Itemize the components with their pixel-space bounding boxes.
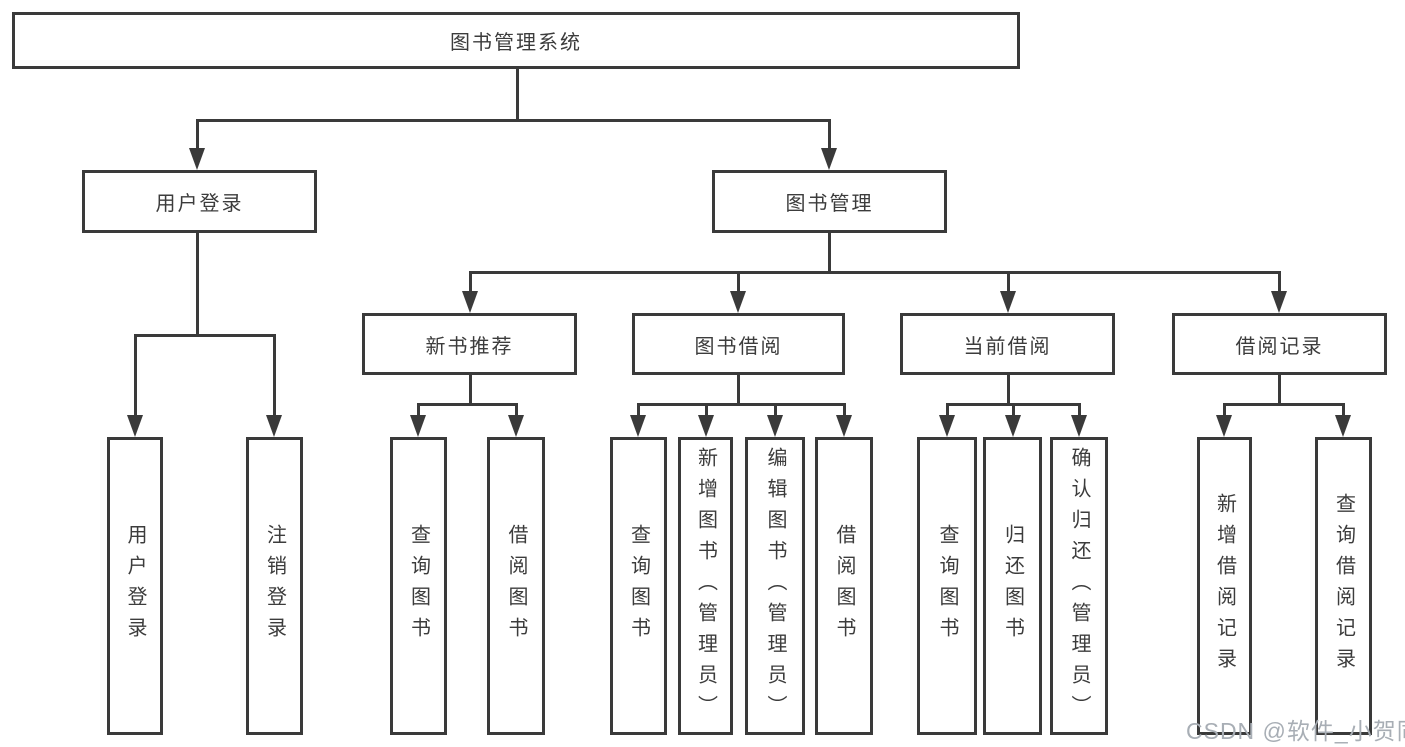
arrowhead-leaf-borrow2-icon [836,415,852,437]
leaf-borrow-book-1-label: 借阅图书 [505,524,527,648]
leaf-return-book: 归还图书 [983,437,1042,735]
arrowhead-leaf-add-book-icon [698,415,714,437]
connector-leaf-query2-stem [636,403,640,417]
arrowhead-leaf-query3-icon [939,415,955,437]
arrowhead-new-book-rec-icon [462,291,478,313]
arrowhead-leaf-confirm-icon [1071,415,1087,437]
connector-book-borrow-drop [736,375,740,406]
arrowhead-leaf-query-record-icon [1335,415,1351,437]
connector-leaf-add-book-stem [704,403,708,417]
node-library-management-system: 图书管理系统 [12,12,1020,69]
arrowhead-leaf-user-login-icon [127,415,143,437]
arrowhead-leaf-return-icon [1005,415,1021,437]
arrowhead-leaf-logout-icon [266,415,282,437]
connector-book-mgmt-stem [827,119,831,152]
arrowhead-book-borrow-icon [730,291,746,313]
connector-leaf-return-stem [1011,403,1015,417]
node-book-management: 图书管理 [712,170,947,233]
connector-leaf-query3-stem [945,403,949,417]
node-book-borrow-label: 图书借阅 [694,335,783,358]
arrowhead-leaf-query2-icon [630,415,646,437]
connector-leaf-logout-stem [272,334,276,417]
leaf-confirm-return-admin: 确认归还（管理员） [1050,437,1108,735]
node-library-management-system-label: 图书管理系统 [450,32,582,54]
node-new-book-recommend-label: 新书推荐 [425,335,514,358]
arrowhead-leaf-borrow1-icon [508,415,524,437]
leaf-add-borrow-record-label: 新增借阅记录 [1213,493,1236,679]
arrowhead-leaf-query1-icon [410,415,426,437]
leaf-user-login-label: 用户登录 [124,524,146,648]
node-borrow-record: 借阅记录 [1172,313,1387,375]
connector-leaf-edit-book-stem [773,403,777,417]
connector-borrow-record-drop [1277,375,1281,406]
leaf-query-book-2: 查询图书 [610,437,667,735]
leaf-edit-book-admin-label: 编辑图书（管理员） [764,446,786,726]
leaf-return-book-label: 归还图书 [1001,524,1024,648]
leaf-add-book-admin: 新增图书（管理员） [678,437,733,735]
connector-root-drop [515,68,519,122]
leaf-query-book-1-label: 查询图书 [407,524,430,648]
connector-borrow-record-rail [1222,403,1345,406]
connector-user-login-drop [195,233,199,337]
connector-new-book-rec-rail [416,403,518,406]
connector-current-borrow-stem [1006,271,1010,293]
node-borrow-record-label: 借阅记录 [1235,335,1324,358]
connector-user-login-stem [195,119,199,152]
connector-new-book-rec-stem [468,271,472,293]
node-book-borrow: 图书借阅 [632,313,845,375]
node-user-login: 用户登录 [82,170,317,233]
node-current-borrow-label: 当前借阅 [963,335,1052,358]
arrowhead-borrow-record-icon [1271,291,1287,313]
leaf-query-borrow-record: 查询借阅记录 [1315,437,1372,735]
leaf-query-book-2-label: 查询图书 [627,524,650,648]
arrowhead-current-borrow-icon [1000,291,1016,313]
leaf-confirm-return-admin-label: 确认归还（管理员） [1068,446,1090,726]
connector-book-mgmt-rail [468,271,1281,274]
watermark: CSDN @软件_小贺同学 [1186,718,1405,744]
connector-leaf-borrow1-stem [514,403,518,417]
arrowhead-book-mgmt-icon [821,148,837,170]
leaf-add-book-admin-label: 新增图书（管理员） [694,446,717,726]
leaf-query-book-3-label: 查询图书 [936,524,958,648]
connector-leaf-borrow2-stem [842,403,846,417]
arrowhead-user-login-icon [189,148,205,170]
leaf-logout-label: 注销登录 [263,524,286,648]
leaf-query-book-1: 查询图书 [390,437,447,735]
leaf-user-login: 用户登录 [107,437,163,735]
arrowhead-leaf-add-record-icon [1216,415,1232,437]
leaf-logout: 注销登录 [246,437,303,735]
leaf-query-book-3: 查询图书 [917,437,977,735]
connector-new-book-rec-drop [468,375,472,406]
connector-leaf-confirm-stem [1077,403,1081,417]
leaf-borrow-book-1: 借阅图书 [487,437,545,735]
leaf-query-borrow-record-label: 查询借阅记录 [1332,493,1355,679]
connector-current-borrow-drop [1006,375,1010,406]
connector-leaf-add-record-stem [1222,403,1226,417]
node-book-management-label: 图书管理 [785,193,874,215]
node-new-book-recommend: 新书推荐 [362,313,577,375]
node-current-borrow: 当前借阅 [900,313,1115,375]
connector-leaf-query1-stem [416,403,420,417]
leaf-borrow-book-2: 借阅图书 [815,437,873,735]
leaf-edit-book-admin: 编辑图书（管理员） [745,437,805,735]
connector-leaf-user-login-stem [133,334,137,417]
connector-borrow-record-stem [1277,271,1281,293]
connector-book-mgmt-drop [827,233,831,274]
leaf-add-borrow-record: 新增借阅记录 [1197,437,1252,735]
connector-book-borrow-stem [736,271,740,293]
connector-user-login-rail [133,334,276,337]
arrowhead-leaf-edit-book-icon [767,415,783,437]
connector-book-borrow-rail [636,403,846,406]
leaf-borrow-book-2-label: 借阅图书 [833,524,855,648]
connector-root-rail [195,119,831,122]
node-user-login-label: 用户登录 [155,193,244,215]
connector-leaf-query-record-stem [1341,403,1345,417]
